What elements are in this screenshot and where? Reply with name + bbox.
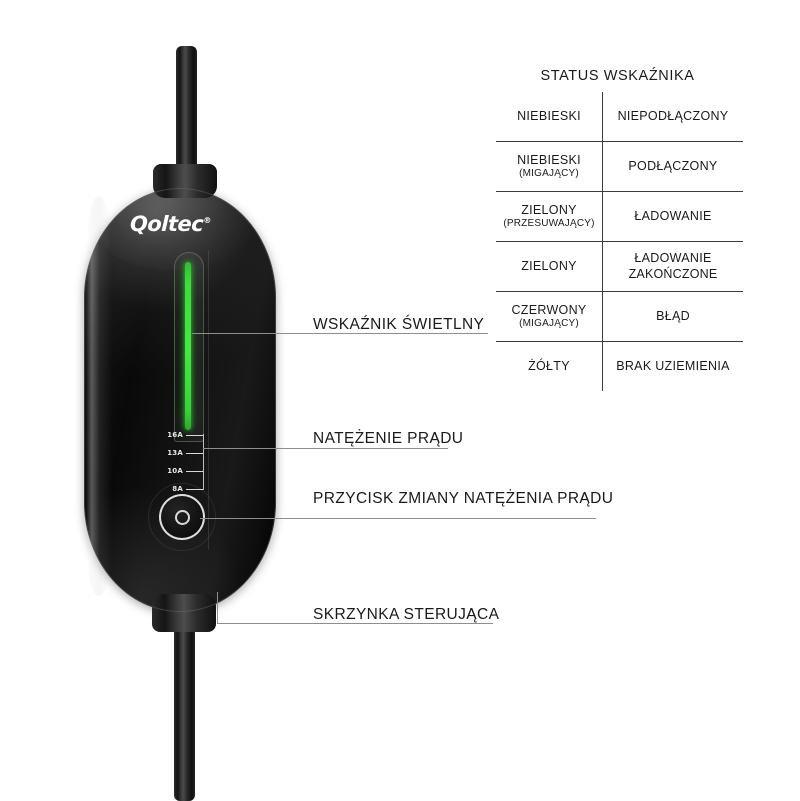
amp-tick-16a bbox=[186, 435, 204, 436]
table-cell-meaning: NIEPODŁĄCZONY bbox=[602, 92, 743, 142]
status-table-title: STATUS WSKAŹNIKA bbox=[540, 68, 695, 84]
table-cell-color: ZIELONY (PRZESUWAJĄCY) bbox=[496, 191, 603, 242]
meaning-text: ŁADOWANIE bbox=[634, 208, 712, 223]
brand-name: Qoltec bbox=[129, 212, 204, 236]
table-cell-meaning: ŁADOWANIE bbox=[602, 191, 743, 242]
status-table-container: NIEBIESKI NIEPODŁĄCZONY NIEBIESKI (MIGAJ… bbox=[495, 91, 744, 392]
color-name: NIEBIESKI bbox=[517, 108, 581, 123]
amp-label-13a: 13A bbox=[167, 449, 183, 457]
leader-line-current-level-underline bbox=[313, 448, 448, 449]
table-cell-meaning: ŁADOWANIE ZAKOŃCZONE bbox=[602, 241, 743, 292]
color-modifier: (MIGAJĄCY) bbox=[519, 318, 579, 330]
color-name: NIEBIESKI bbox=[517, 152, 581, 167]
amp-tick-13a bbox=[186, 453, 204, 454]
table-row: CZERWONY (MIGAJĄCY) BŁĄD bbox=[496, 291, 743, 342]
table-cell-color: CZERWONY (MIGAJĄCY) bbox=[496, 291, 603, 342]
amp-label-10a: 10A bbox=[167, 467, 183, 475]
table-cell-meaning: PODŁĄCZONY bbox=[602, 141, 743, 192]
leader-line-control-box-vertical bbox=[217, 592, 218, 623]
color-modifier: (PRZESUWAJĄCY) bbox=[503, 218, 595, 230]
table-row: NIEBIESKI (MIGAJĄCY) PODŁĄCZONY bbox=[496, 141, 743, 192]
status-table-body: NIEBIESKI NIEPODŁĄCZONY NIEBIESKI (MIGAJ… bbox=[496, 92, 743, 391]
meaning-text: BRAK UZIEMIENIA bbox=[616, 358, 730, 373]
leader-line-current-button-underline bbox=[313, 518, 596, 519]
meaning-text: ŁADOWANIE bbox=[634, 251, 712, 266]
leader-line-control-box bbox=[217, 623, 493, 624]
power-cable-bottom bbox=[174, 626, 195, 801]
status-indicator-table: NIEBIESKI NIEPODŁĄCZONY NIEBIESKI (MIGAJ… bbox=[495, 91, 744, 392]
color-modifier: (MIGAJĄCY) bbox=[519, 168, 579, 180]
table-row: ZIELONY ŁADOWANIE ZAKOŃCZONE bbox=[496, 241, 743, 292]
table-cell-meaning: BRAK UZIEMIENIA bbox=[602, 341, 743, 391]
led-light-indicator bbox=[185, 262, 191, 430]
callout-current-button: PRZYCISK ZMIANY NATĘŻENIA PRĄDU bbox=[313, 490, 614, 507]
color-name: CZERWONY bbox=[511, 302, 587, 317]
table-cell-color: ZIELONY bbox=[496, 241, 603, 292]
table-cell-color: NIEBIESKI bbox=[496, 92, 603, 142]
table-row: ZIELONY (PRZESUWAJĄCY) ŁADOWANIE bbox=[496, 191, 743, 242]
callout-control-box: SKRZYNKA STERUJĄCA bbox=[313, 606, 500, 623]
table-row: ŻÓŁTY BRAK UZIEMIENIA bbox=[496, 341, 743, 391]
cable-strain-relief-bottom bbox=[152, 594, 216, 632]
amp-tick-8a bbox=[186, 489, 204, 490]
button-inner-ring bbox=[174, 509, 190, 525]
table-row: NIEBIESKI NIEPODŁĄCZONY bbox=[496, 92, 743, 142]
amp-label-16a: 16A bbox=[167, 431, 183, 439]
power-cable-top bbox=[176, 46, 197, 196]
table-cell-color: ŻÓŁTY bbox=[496, 341, 603, 391]
faceplate-seam-line bbox=[208, 250, 209, 550]
qoltec-brand-logo: Qoltec® bbox=[130, 212, 212, 236]
leader-line-current-button bbox=[200, 518, 313, 519]
registered-trademark-mark: ® bbox=[203, 216, 212, 225]
current-change-button[interactable] bbox=[159, 494, 205, 540]
meaning-text: BŁĄD bbox=[656, 308, 690, 323]
amp-tick-10a bbox=[186, 471, 204, 472]
meaning-text: NIEPODŁĄCZONY bbox=[617, 108, 729, 123]
callout-current-level: NATĘŻENIE PRĄDU bbox=[313, 430, 464, 447]
button-recess-ring bbox=[148, 483, 216, 551]
callout-led-indicator: WSKAŹNIK ŚWIETLNY bbox=[313, 316, 485, 333]
color-name: ŻÓŁTY bbox=[528, 358, 570, 373]
color-name: ZIELONY bbox=[521, 258, 577, 273]
meaning-text: PODŁĄCZONY bbox=[628, 158, 718, 173]
table-cell-meaning: BŁĄD bbox=[602, 291, 743, 342]
table-cell-color: NIEBIESKI (MIGAJĄCY) bbox=[496, 141, 603, 192]
amp-label-8a: 8A bbox=[172, 485, 183, 493]
amp-scale-bracket bbox=[203, 434, 204, 490]
leader-line-led-indicator bbox=[192, 333, 488, 334]
leader-line-current-level bbox=[203, 448, 313, 449]
cable-strain-relief-top bbox=[153, 164, 217, 198]
meaning-text-line2: ZAKOŃCZONE bbox=[628, 266, 718, 281]
color-name: ZIELONY bbox=[521, 202, 577, 217]
